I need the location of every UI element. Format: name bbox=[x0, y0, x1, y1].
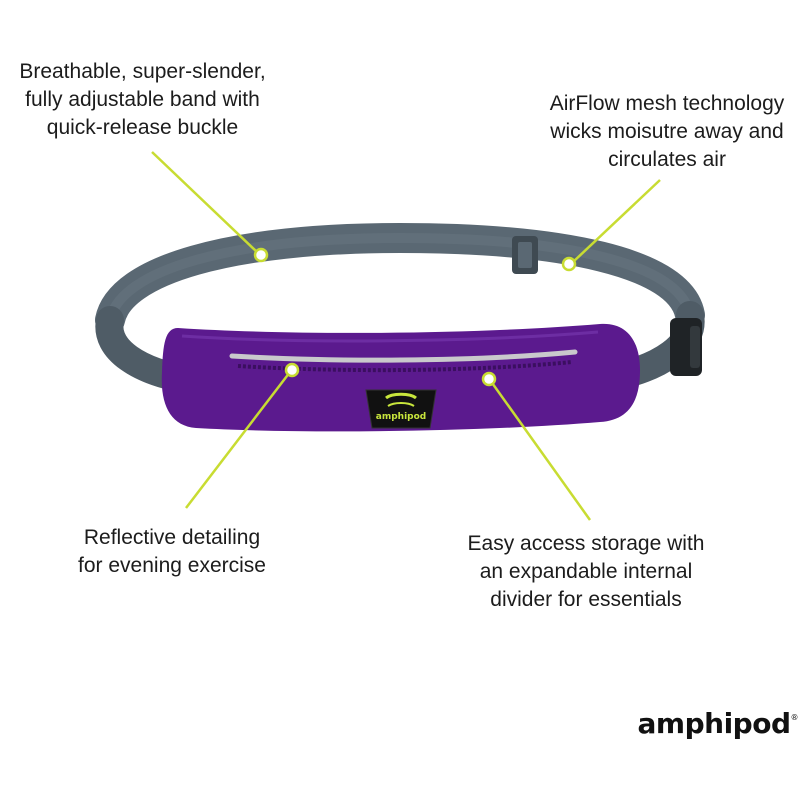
callout-band: Breathable, super-slender, fully adjusta… bbox=[0, 58, 285, 142]
registered-mark-icon: ® bbox=[790, 713, 799, 722]
callout-line-storage bbox=[488, 379, 592, 521]
reflective-strip bbox=[229, 349, 578, 363]
callout-band-line-3: quick-release buckle bbox=[46, 116, 239, 139]
band-back bbox=[95, 222, 705, 335]
pouch bbox=[161, 323, 640, 432]
callout-storage-line-2: an expandable internal bbox=[479, 560, 693, 583]
callout-storage-line-1: Easy access storage with bbox=[467, 532, 705, 555]
callout-dot-icon bbox=[481, 371, 497, 387]
callout-band-line-2: fully adjustable band with bbox=[25, 88, 260, 111]
callout-band-line-1: Breathable, super-slender, bbox=[19, 60, 266, 83]
callout-airflow: AirFlow mesh technology wicks moisutre a… bbox=[528, 90, 800, 174]
amphipod-badge: amphipod bbox=[365, 389, 437, 429]
brand-logo-text: amphipod bbox=[637, 707, 791, 740]
quick-release-buckle bbox=[670, 318, 702, 376]
callout-reflective: Reflective detailing for evening exercis… bbox=[52, 524, 292, 580]
callout-storage-line-3: divider for essentials bbox=[490, 588, 682, 611]
callout-reflective-line-2: for evening exercise bbox=[78, 554, 266, 577]
brand-logo: amphipod® bbox=[598, 704, 799, 744]
callout-dot-icon bbox=[253, 247, 269, 263]
callout-dot-icon bbox=[561, 256, 577, 272]
callout-line-reflective bbox=[185, 371, 291, 509]
callout-dot-icon bbox=[284, 362, 300, 378]
callout-airflow-line-1: AirFlow mesh technology bbox=[549, 92, 785, 115]
callout-line-band bbox=[151, 151, 258, 253]
zipper bbox=[237, 360, 573, 373]
amphipod-logo-icon bbox=[385, 392, 417, 400]
callout-line-airflow bbox=[572, 179, 661, 263]
callout-airflow-line-2: wicks moisutre away and bbox=[550, 120, 784, 143]
callout-reflective-line-1: Reflective detailing bbox=[83, 526, 261, 549]
callout-storage: Easy access storage with an expandable i… bbox=[440, 530, 732, 614]
callout-airflow-line-3: circulates air bbox=[608, 148, 726, 171]
badge-text: amphipod bbox=[376, 412, 426, 422]
